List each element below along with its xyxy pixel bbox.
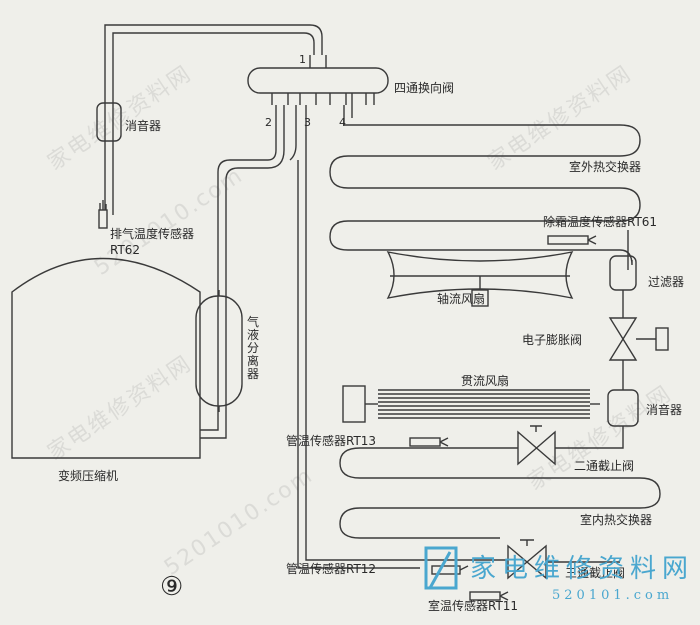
room-sensor-label: 室温传感器RT11 (428, 599, 519, 613)
three-way-valve (507, 544, 547, 580)
muffler-top-label: 消音器 (125, 119, 162, 133)
discharge-sensor-code: RT62 (110, 243, 141, 257)
port-3-label: 3 (304, 116, 311, 129)
axial-fan (386, 251, 574, 299)
outdoor-hx-label: 室外热交换器 (569, 160, 642, 174)
compressor (11, 257, 201, 459)
three-way-valve-label: 三通截止阀 (565, 566, 626, 580)
gas-liquid-separator-label: 气液分离器 (247, 315, 260, 381)
axial-fan-label: 轴流风扇 (437, 292, 486, 306)
figure-number: ⑨ (160, 572, 184, 602)
pipe-sensor-rt13-label: 管温传感器RT13 (286, 434, 377, 448)
four-way-valve-label: 四通换向阀 (394, 81, 455, 95)
pipe-sensor-rt12-label: 管温传感器RT12 (286, 562, 377, 576)
muffler-right-label: 消音器 (646, 403, 683, 417)
filter-label: 过滤器 (648, 275, 685, 289)
muffler-top (96, 102, 122, 142)
discharge-sensor-label: 排气温度传感器 (110, 227, 195, 241)
logo-graphic (424, 546, 458, 590)
indoor-hx-label: 室内热交换器 (580, 513, 653, 527)
rt13-sensor (409, 437, 441, 447)
logo-url: 520101.com (552, 588, 674, 603)
discharge-pipe-inner (112, 32, 315, 215)
port-1-label: 1 (299, 53, 306, 66)
logo-text: 家电维修资料网 (470, 554, 695, 584)
port-2-label: 2 (265, 116, 272, 129)
two-way-valve (517, 430, 556, 466)
defrost-sensor-label: 除霜温度传感器RT61 (543, 215, 658, 229)
port-4-label: 4 (339, 116, 346, 129)
discharge-sensor (98, 209, 108, 229)
outdoor-hx (329, 105, 641, 251)
gas-liquid-separator (195, 295, 243, 407)
crossflow-fan-blades (378, 389, 590, 419)
defrost-sensor (547, 235, 589, 245)
four-way-valve (247, 67, 389, 94)
crossflow-fan-label: 贯流风扇 (461, 374, 510, 388)
compressor-label: 变频压缩机 (58, 469, 119, 483)
crossflow-fan-motor (342, 385, 366, 423)
muffler-right (607, 389, 639, 427)
expansion-valve-label: 电子膨胀阀 (522, 333, 583, 347)
expansion-valve (608, 317, 638, 361)
discharge-pipe (104, 24, 323, 215)
two-way-valve-label: 二通截止阀 (574, 459, 635, 473)
